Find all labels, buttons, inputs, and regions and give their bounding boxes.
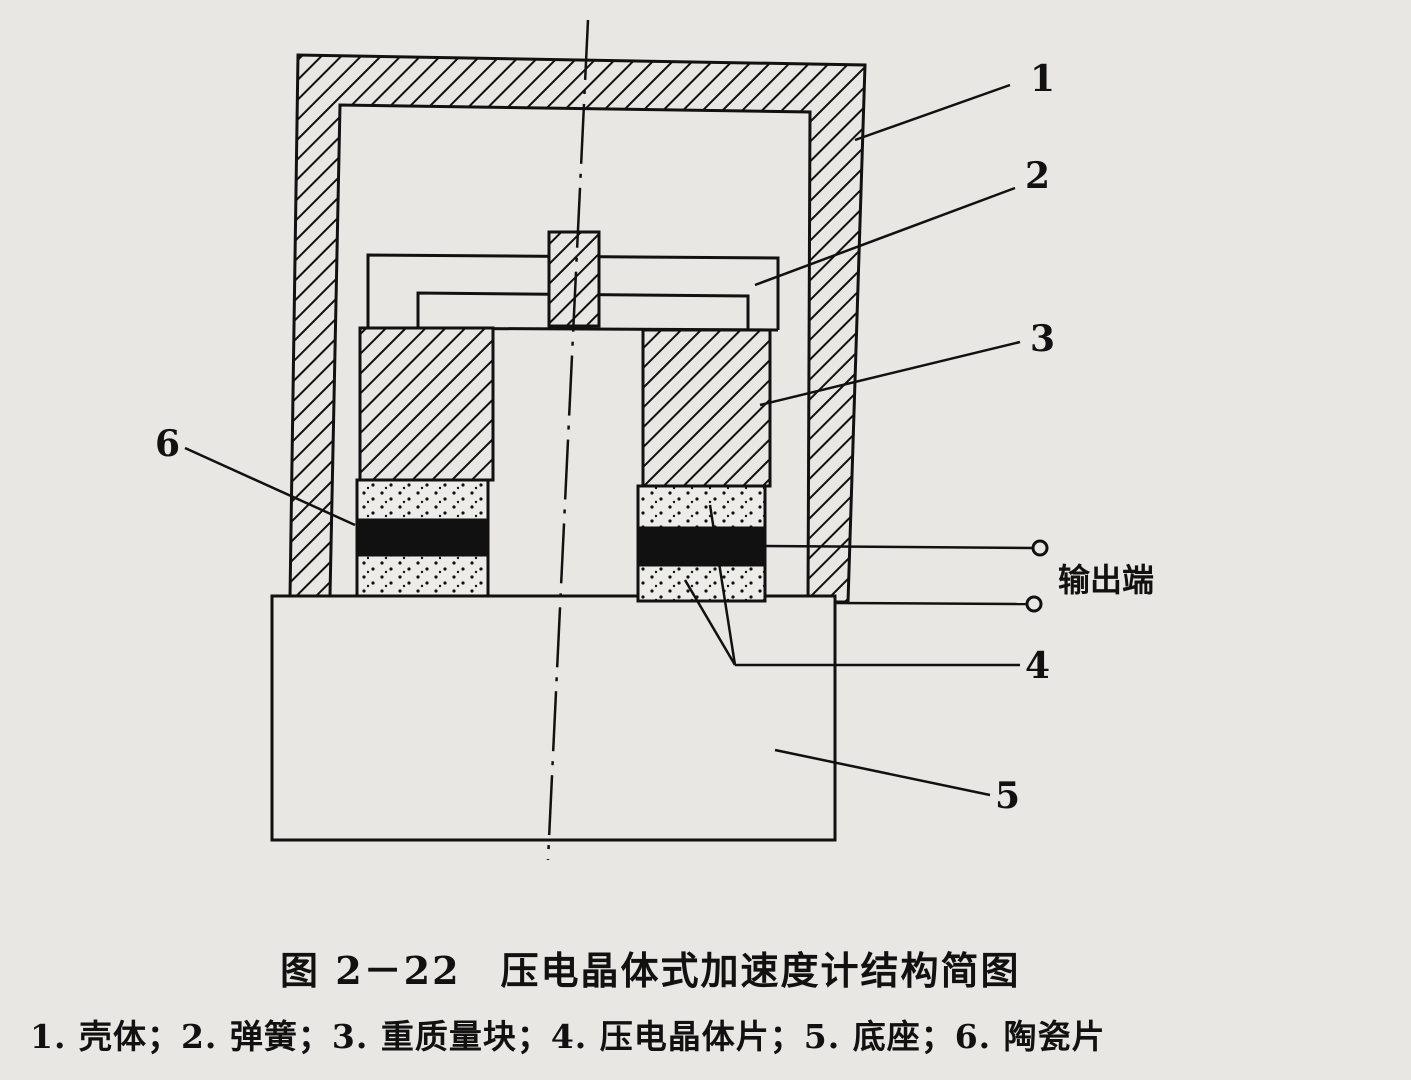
output-terminal-1 [1031,539,1049,557]
figure-caption: 图 2－22 压电晶体式加速度计结构简图 [280,948,1021,993]
crystal-right-top [636,484,767,530]
output-label: 输出端 [1058,561,1155,599]
mass-block-right [641,328,772,488]
crystal-left-top [355,478,490,522]
label-2: 2 [1025,155,1051,197]
mass-block-left [358,326,495,482]
label-6: 6 [155,423,181,465]
ceramic-right [636,526,767,567]
output-terminal-2 [1025,595,1043,613]
label-5: 5 [995,775,1021,817]
base [270,594,837,842]
center-axis [546,19,590,861]
figure-legend: 1. 壳体；2. 弹簧；3. 重质量块；4. 压电晶体片；5. 底座；6. 陶瓷… [30,1017,1106,1056]
crystal-left-bottom [355,553,490,598]
label-3: 3 [1030,318,1056,360]
label-1: 1 [1030,58,1056,100]
label-4: 4 [1025,645,1051,687]
ceramic-left [355,518,490,557]
crystal-right-bottom [636,563,767,603]
